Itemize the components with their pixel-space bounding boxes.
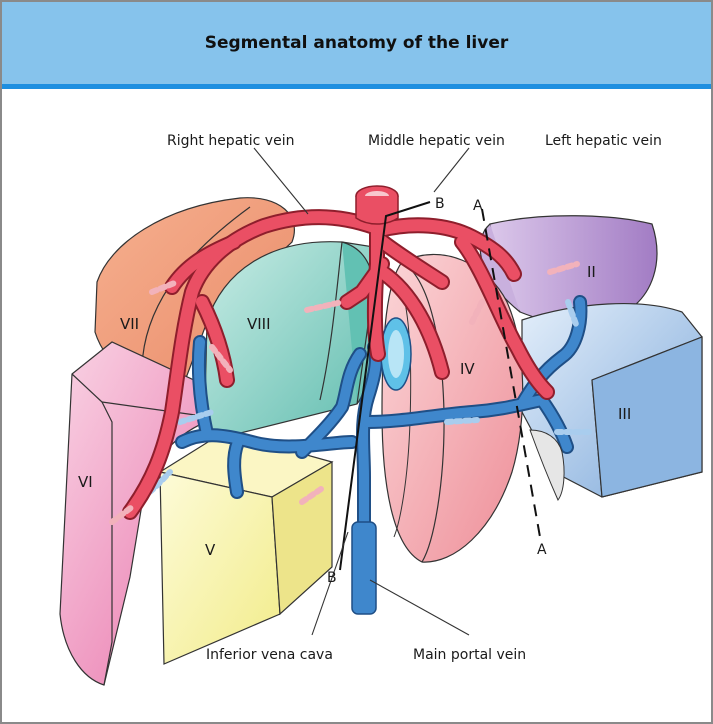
segment-label-ii: II bbox=[587, 263, 596, 281]
segment-label-vi: VI bbox=[78, 473, 93, 491]
label-main-portal-vein: Main portal vein bbox=[413, 647, 526, 663]
segment-label-iii: III bbox=[618, 405, 631, 423]
label-inferior-vena-cava: Inferior vena cava bbox=[206, 647, 333, 663]
label-left-hepatic-vein: Left hepatic vein bbox=[545, 133, 662, 149]
label-right-hepatic-vein: Right hepatic vein bbox=[167, 133, 294, 149]
segment-label-vii: VII bbox=[120, 315, 139, 333]
plane-a-top-label: A bbox=[473, 198, 483, 214]
segment-label-v: V bbox=[205, 541, 216, 559]
plane-b-top-label: B bbox=[435, 196, 445, 212]
segment-v bbox=[160, 432, 332, 664]
label-middle-hepatic-vein: Middle hepatic vein bbox=[368, 133, 505, 149]
segment-label-iv: IV bbox=[460, 360, 475, 378]
plane-b-bottom-label: B bbox=[327, 570, 337, 586]
plane-a-bottom-label: A bbox=[537, 542, 547, 558]
segment-label-viii: VIII bbox=[247, 315, 271, 333]
